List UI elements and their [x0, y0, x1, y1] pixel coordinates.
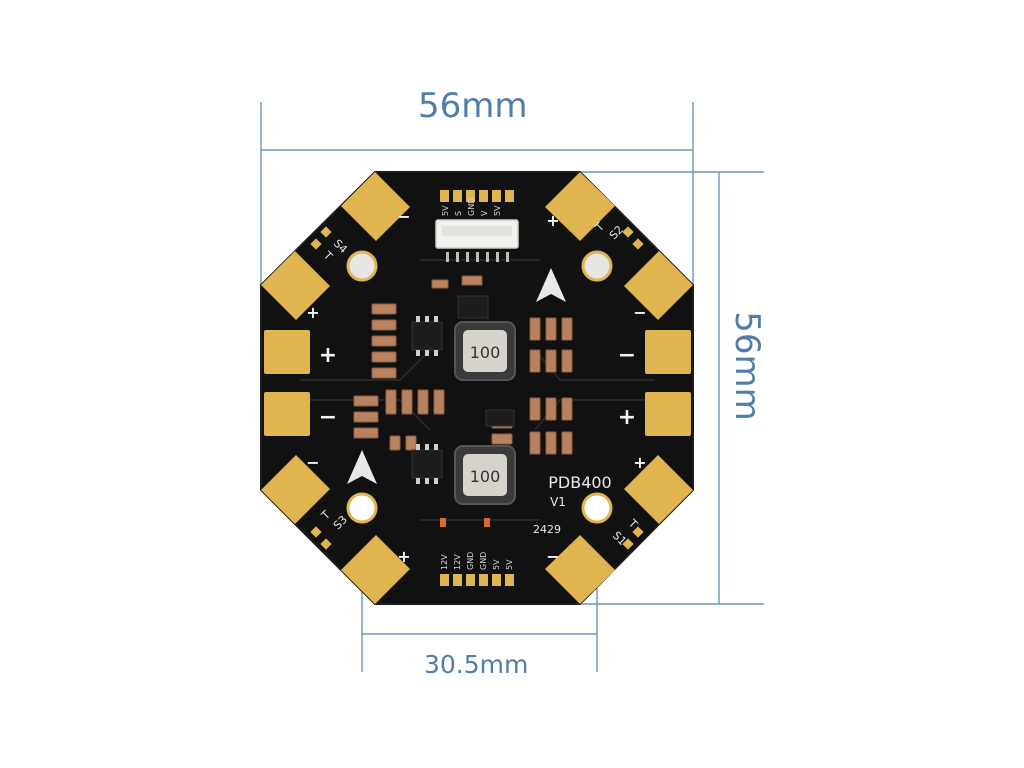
polarity-left-plus: + — [319, 343, 337, 368]
battery-pad-left-plus — [264, 330, 310, 374]
battery-pad-right-minus — [645, 330, 691, 374]
edge-pad-lower-left — [261, 455, 330, 524]
led-5v — [484, 518, 490, 527]
mount-hole-top-left — [346, 250, 378, 282]
connector-label-0: 5V — [441, 205, 450, 216]
bottom-pads — [440, 574, 514, 586]
corner-pad-top-left — [341, 172, 410, 241]
corner-pads — [341, 172, 615, 604]
connector-label-4: 5V — [493, 205, 502, 216]
polarity-right-plus: + — [618, 405, 636, 430]
arrow-top-right — [536, 268, 566, 302]
battery-pad-left-minus — [264, 392, 310, 436]
dimension-hole-spacing-label: 30.5mm — [424, 650, 529, 679]
corner-pad-top-right — [545, 172, 615, 241]
mounting-holes — [346, 250, 613, 524]
polarity-ll-minus: − — [306, 453, 319, 472]
polarity-tr-plus: + — [546, 211, 559, 230]
smd-components — [353, 275, 573, 455]
led-12v — [440, 518, 446, 527]
inductors — [454, 321, 516, 505]
mount-hole-top-right — [581, 250, 613, 282]
corner-pad-bottom-left — [341, 535, 410, 604]
polarity-ul-plus: + — [306, 303, 319, 322]
bottom-pad-label-0: 12V — [440, 554, 449, 570]
connector-label-2: GND — [467, 198, 476, 216]
connector-label-3: V — [480, 210, 489, 216]
edge-pad-upper-right — [624, 251, 693, 320]
edge-pad-upper-left — [261, 251, 330, 320]
bottom-pad-label-1: 12V — [453, 554, 462, 570]
arrow-bottom-left — [347, 450, 377, 484]
ics — [411, 295, 515, 484]
inductor-top-face — [463, 330, 507, 372]
bottom-pad-label-4: 5V — [492, 559, 501, 570]
polarity-ur-minus: − — [633, 303, 646, 322]
board-date-code: 2429 — [533, 523, 561, 536]
polarity-br-minus: − — [546, 547, 559, 566]
top-connector — [435, 190, 519, 262]
edge-pads — [261, 251, 693, 524]
mount-hole-bottom-right — [581, 492, 613, 524]
bottom-pad-label-3: GND — [479, 552, 488, 570]
edge-pad-lower-right — [624, 455, 693, 524]
mount-hole-bottom-left — [346, 492, 378, 524]
bottom-pad-label-2: GND — [466, 552, 475, 570]
inductor-bottom-marking: 100 — [470, 467, 501, 486]
signal-pads — [310, 226, 644, 550]
regulator-ic-bottom — [411, 449, 443, 479]
polarity-tl-minus: − — [397, 207, 410, 226]
board-model-label: PDB400 — [548, 473, 611, 492]
dimension-width-label: 56mm — [418, 86, 528, 126]
regulator-ic-top — [411, 321, 443, 351]
corner-pad-bottom-right — [545, 535, 615, 604]
battery-pad-right-plus — [645, 392, 691, 436]
inductor-top-marking: 100 — [470, 343, 501, 362]
pcb-traces — [300, 259, 655, 521]
polarity-left-minus: − — [319, 405, 337, 430]
polarity-lr-plus: + — [633, 453, 646, 472]
connector-label-1: S — [454, 211, 463, 216]
dimension-height-label: 56mm — [727, 311, 767, 421]
direction-arrows — [347, 268, 566, 484]
polarity-right-minus: − — [618, 343, 636, 368]
polarity-bl-plus: + — [397, 547, 410, 566]
inductor-bottom-face — [463, 454, 507, 496]
board-version-label: V1 — [550, 495, 566, 509]
bottom-pad-label-5: 5V — [505, 559, 514, 570]
